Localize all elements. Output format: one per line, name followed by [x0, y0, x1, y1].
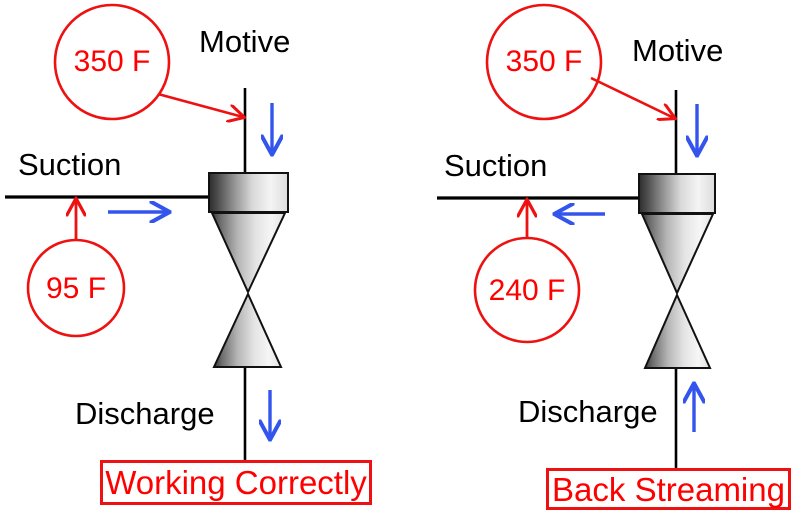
- eductor-body-cylinder-right: [638, 173, 716, 214]
- suction-temperature-value-left: 95 F: [45, 272, 107, 305]
- eductor-diverging-cone-right: [643, 292, 712, 369]
- status-label-right: Back Streaming: [552, 470, 785, 508]
- motive-temp-leader-left: [157, 92, 243, 117]
- right-panel-graphics: [437, 3, 716, 478]
- motive-temperature-value-right: 350 F: [505, 45, 583, 78]
- status-label-left: Working Correctly: [105, 464, 367, 501]
- discharge-label-left: Discharge: [75, 396, 215, 431]
- motive-label-right: Motive: [632, 33, 724, 68]
- motive-temp-callout-circle-left: [53, 3, 171, 121]
- motive-label-left: Motive: [199, 24, 291, 59]
- left-panel-graphics: [5, 3, 289, 470]
- motive-temperature-value-left: 350 F: [73, 45, 151, 78]
- suction-label-right: Suction: [444, 148, 548, 183]
- eductor-diverging-cone-left: [212, 291, 283, 368]
- discharge-label-right: Discharge: [518, 394, 658, 429]
- eductor-converging-cone-right: [640, 213, 715, 296]
- eductor-converging-cone-left: [210, 212, 287, 295]
- status-box-right: Back Streaming: [546, 468, 791, 510]
- suction-label-left: Suction: [18, 147, 122, 182]
- motive-temp-leader-right: [590, 76, 674, 118]
- status-box-left: Working Correctly: [100, 460, 372, 505]
- motive-temp-callout-circle-right: [485, 3, 603, 121]
- eductor-body-cylinder-left: [208, 172, 289, 213]
- suction-temperature-value-right: 240 F: [488, 274, 566, 307]
